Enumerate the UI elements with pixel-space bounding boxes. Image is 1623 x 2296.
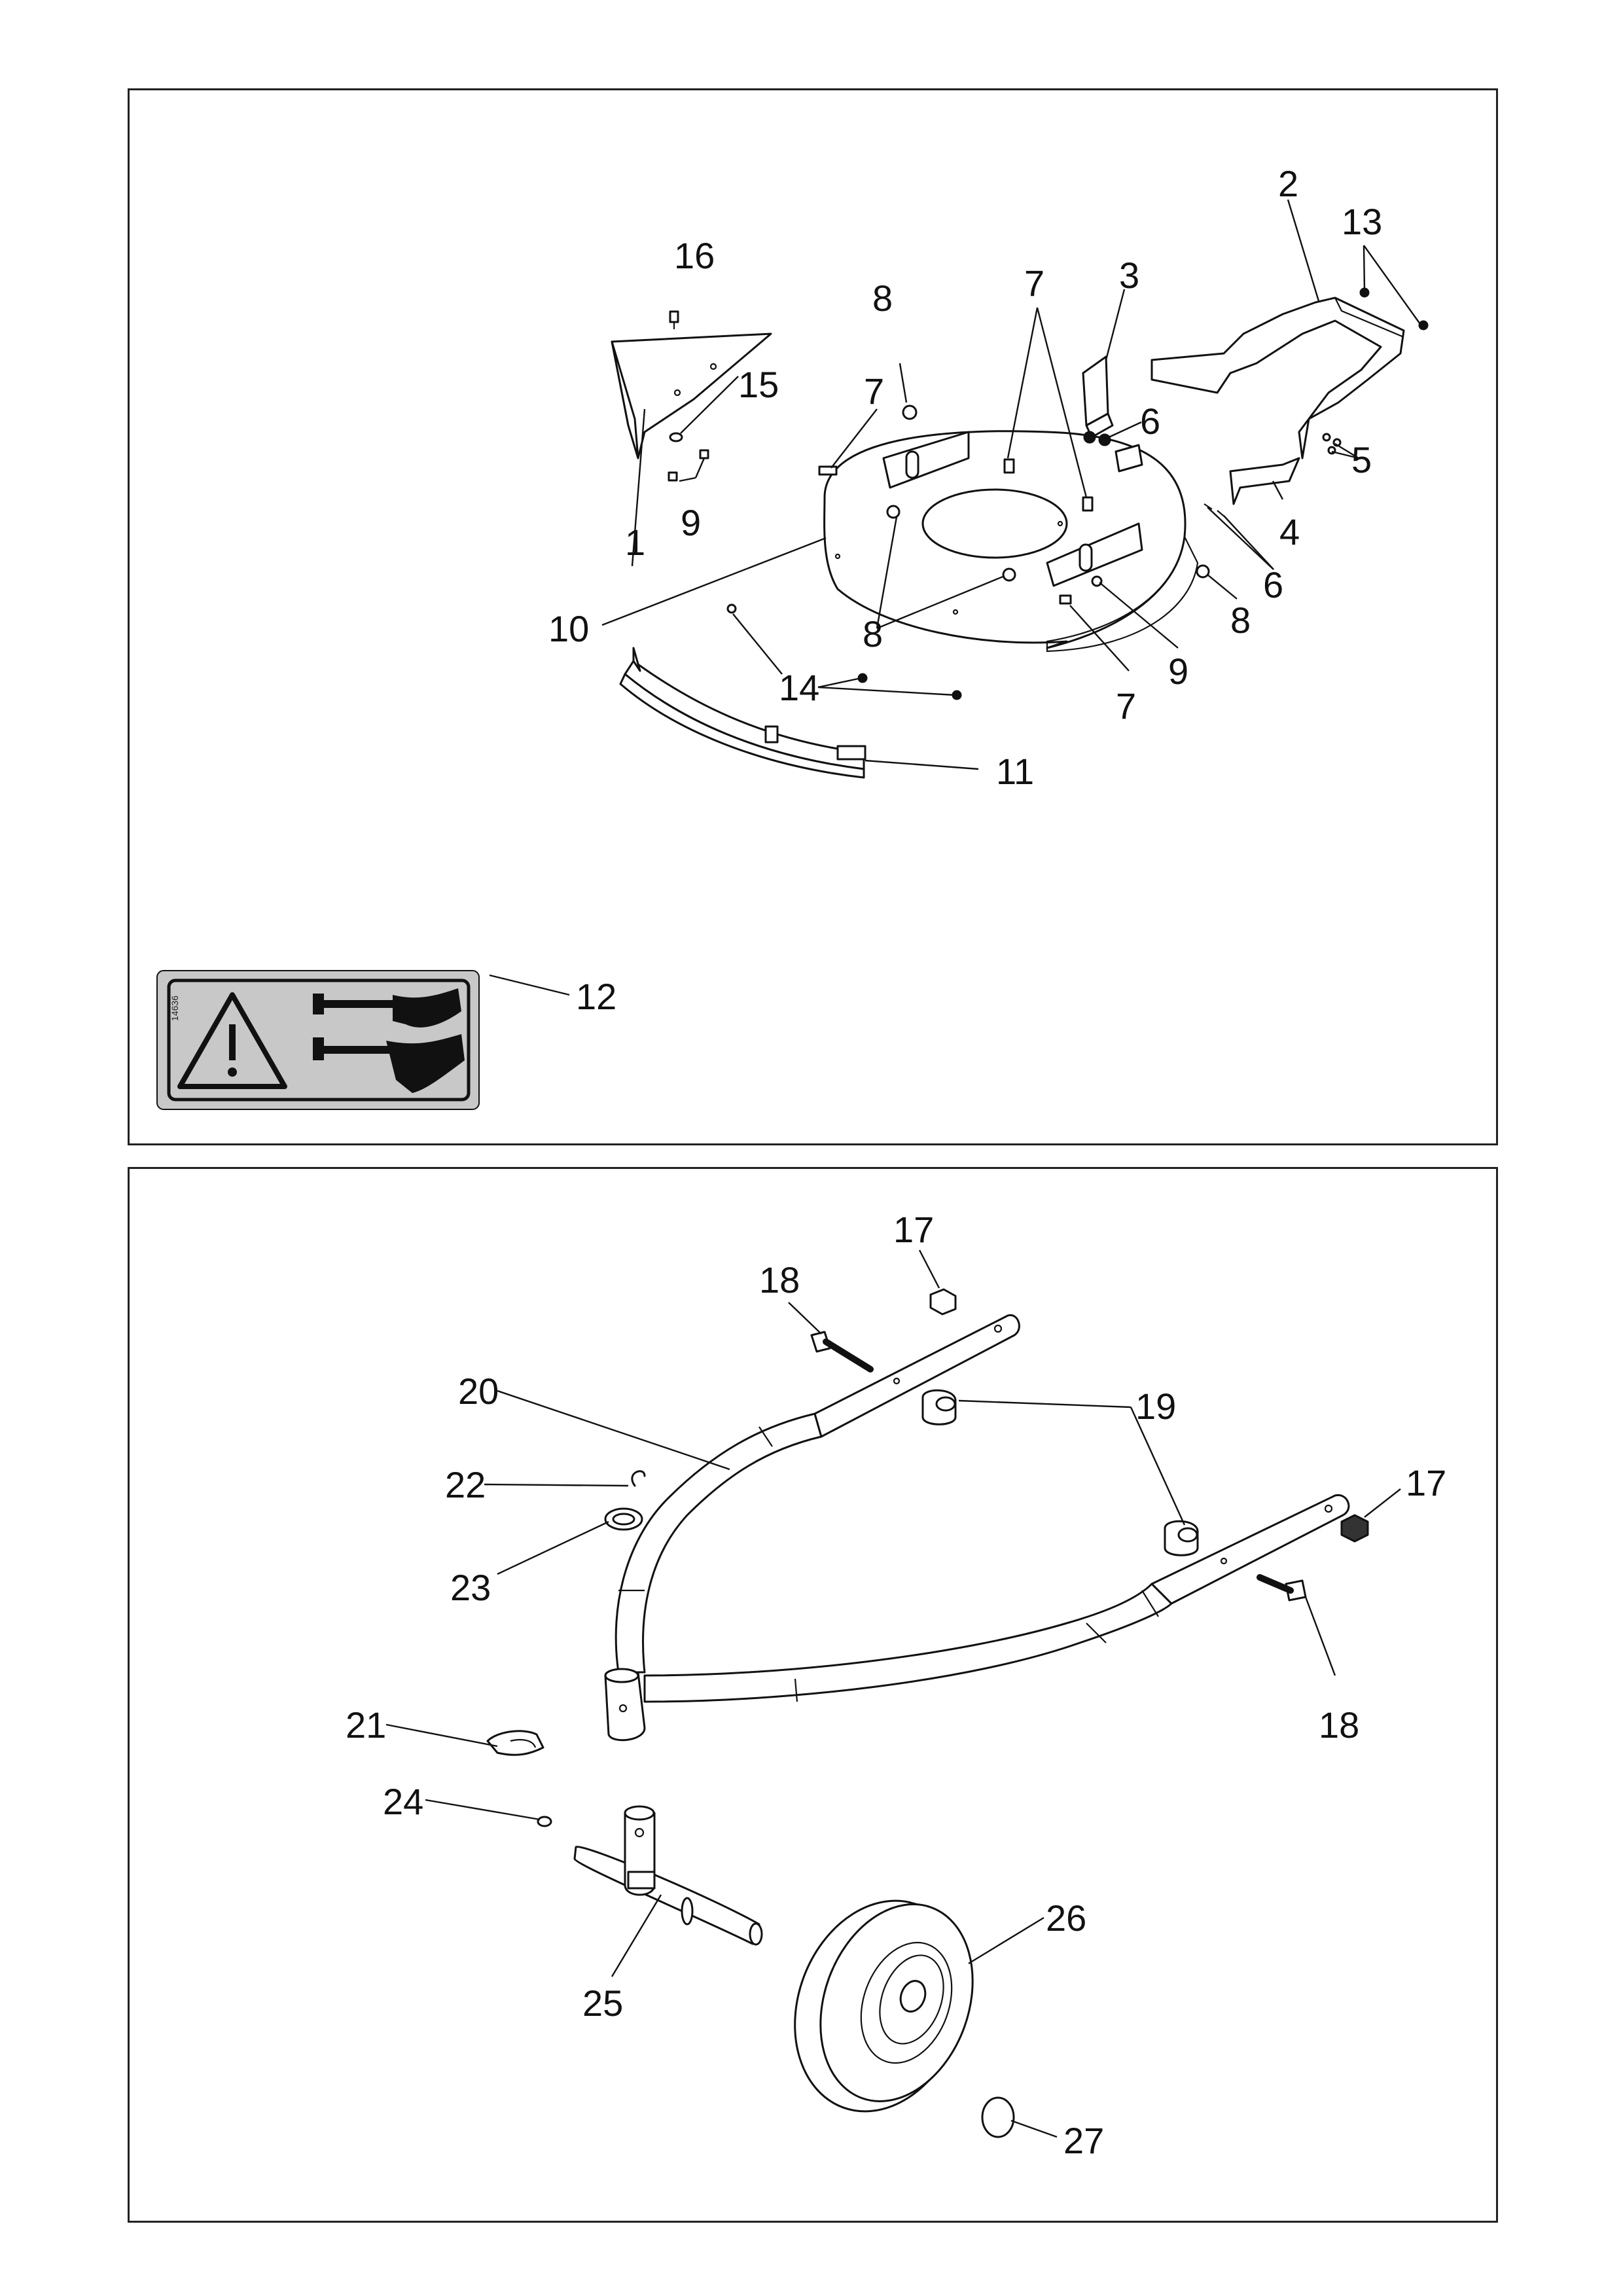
part-6-clips (1083, 431, 1143, 473)
part-7-bolts (818, 458, 1094, 605)
part-24-grease-nipple (537, 1816, 552, 1827)
part-4-small-bracket (1229, 457, 1300, 505)
callout-2: 2 (1278, 163, 1298, 204)
part-26-wheel (794, 1899, 974, 2113)
callout-6a: 6 (1140, 401, 1160, 442)
part-10-deck (823, 430, 1199, 653)
callout-15: 15 (738, 364, 779, 405)
top-leader-lines (489, 199, 1421, 996)
callout-14: 14 (779, 667, 819, 708)
callout-13: 13 (1342, 201, 1382, 242)
callout-12: 12 (576, 976, 616, 1017)
part-2-handle-bracket (1150, 296, 1405, 459)
part-11-deflector (619, 647, 866, 779)
part-8-nuts (886, 404, 1210, 582)
callout-8b: 8 (863, 613, 883, 655)
bottom-leader-lines (385, 1249, 1401, 2138)
callout-11: 11 (996, 751, 1034, 792)
callout-25: 25 (582, 1982, 623, 2024)
callout-17a: 17 (893, 1209, 934, 1250)
callout-8a: 8 (872, 278, 893, 319)
callout-7a: 7 (1024, 262, 1044, 304)
callout-18b: 18 (1319, 1704, 1359, 1746)
part-17-nuts (929, 1288, 1369, 1543)
callout-26: 26 (1046, 1897, 1086, 1939)
callout-22: 22 (445, 1464, 486, 1505)
part-27-hub-cap (981, 2096, 1015, 2138)
top-parts-panel (128, 88, 1498, 1145)
part-9-screws-left (668, 449, 709, 482)
callout-4: 4 (1279, 511, 1300, 552)
part-9-screws-right (1091, 575, 1103, 587)
warning-triangle-icon (177, 992, 287, 1089)
callout-27: 27 (1063, 2120, 1104, 2161)
part-15-nut (669, 432, 683, 442)
callout-17b: 17 (1406, 1462, 1446, 1503)
callout-6b: 6 (1263, 564, 1283, 605)
part-1-side-plate (611, 332, 772, 459)
callout-1: 1 (625, 522, 645, 563)
callout-8c: 8 (1230, 600, 1251, 641)
top-callouts: 1 2 3 4 5 6 6 7 7 7 8 8 8 9 9 10 11 12 1… (548, 163, 1382, 1017)
part-19-spacers (921, 1389, 1199, 1556)
callout-20: 20 (458, 1371, 499, 1412)
callout-7b: 7 (864, 370, 884, 412)
callout-5: 5 (1351, 439, 1372, 480)
callout-10: 10 (548, 608, 589, 649)
callout-19: 19 (1135, 1386, 1176, 1427)
part-25-wheel-spindle (573, 1805, 763, 1946)
hand-hazard-icon (313, 988, 465, 1093)
part-16-screw (669, 310, 679, 329)
part-18-bolts (810, 1331, 1307, 1602)
callout-23: 23 (450, 1567, 491, 1608)
callout-9a: 9 (681, 502, 701, 543)
bottom-callouts: 17 17 18 18 19 20 21 22 23 24 25 26 27 (346, 1209, 1446, 2161)
callout-7c: 7 (1116, 685, 1136, 726)
callout-24: 24 (383, 1781, 423, 1822)
part-3-bracket (1082, 355, 1114, 439)
callout-9b: 9 (1168, 651, 1188, 692)
callout-16: 16 (674, 235, 715, 276)
part-5-screws (1322, 433, 1342, 455)
part-22-circlip (631, 1470, 646, 1487)
part-6-clips-lower (1204, 503, 1226, 518)
decal-code: 14636 (169, 996, 180, 1021)
part-20-axle-frame (604, 1314, 1350, 1742)
part-23-washer (604, 1507, 643, 1531)
callout-3: 3 (1119, 255, 1139, 296)
callout-18a: 18 (759, 1259, 800, 1300)
callout-21: 21 (346, 1704, 386, 1746)
part-12-decal: 14636 (156, 970, 480, 1110)
part-21-clip (486, 1730, 544, 1756)
